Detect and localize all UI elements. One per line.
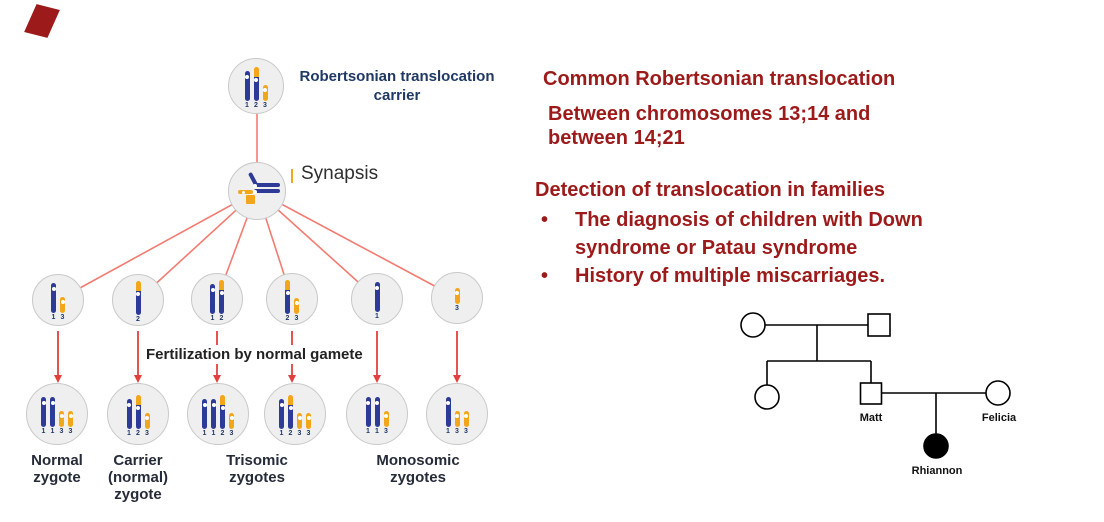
chromosome-2: 2: [253, 67, 259, 109]
pedigree-grandmother-circle: [740, 312, 766, 338]
bullet-dot: •: [541, 265, 549, 287]
chromosome-3: 3: [68, 411, 73, 435]
chromosome-3: 3: [463, 411, 469, 435]
chromosome-3: 3: [59, 411, 64, 435]
chromosome-1: 1: [211, 399, 216, 437]
pedigree-aunt-circle: [754, 384, 780, 410]
gamete-cell-6: 3: [431, 272, 483, 324]
chromosome-2: 2: [219, 280, 224, 322]
chromosome-1: 1: [210, 284, 215, 322]
bullet-item-miscarriages: • History of multiple miscarriages.: [535, 262, 975, 290]
synapsis-label: Synapsis: [301, 163, 379, 184]
chromosome-2: 2: [285, 280, 290, 322]
gamete-6-chromosomes: 3: [454, 288, 460, 312]
pedigree-grandfather-square: [867, 313, 891, 337]
chromosome-3: 3: [229, 413, 234, 437]
pedigree-mother-name: Felicia: [982, 412, 1017, 424]
chromosome-1: 1: [374, 397, 380, 435]
chromosome-3: 3: [144, 413, 150, 437]
pedigree-father-name: Matt: [860, 412, 883, 424]
chromosome-1: 1: [244, 71, 250, 109]
chromosome-3: 3: [383, 411, 389, 435]
chromosome-3: 3: [60, 297, 65, 321]
pedigree-chart: Matt Felicia Rhiannon: [740, 312, 1017, 477]
chromosome-3: 3: [454, 288, 460, 312]
chromosome-1: 1: [41, 397, 46, 435]
chromosome-2: 2: [288, 395, 293, 437]
chromosome-3: 3: [262, 85, 268, 109]
synapsis-pointer-tick: [291, 169, 293, 183]
chromosome-1: 1: [202, 399, 207, 437]
bullet-item-miscarriages-text: History of multiple miscarriages.: [575, 265, 886, 287]
chromosome-2: 2: [220, 395, 225, 437]
notes-heading-detection: Detection of translocation in families: [535, 179, 886, 201]
pedigree-mother-circle: [985, 380, 1011, 406]
gamete-2-chromosomes: 2: [135, 281, 141, 323]
fertilization-label: Fertilization by normal gamete: [143, 345, 366, 364]
chromosome-1: 1: [51, 283, 56, 321]
chromosome-1: 1: [365, 397, 371, 435]
gamete-5-chromosomes: 1: [374, 282, 380, 320]
chromosome-1: 1: [279, 399, 284, 437]
pedigree-child-name: Rhiannon: [912, 465, 963, 477]
gamete-cell-5: 1: [351, 273, 403, 325]
bullet-dot: •: [541, 209, 549, 231]
chromosome-1: 1: [374, 282, 380, 320]
chromosome-2: 2: [135, 281, 141, 323]
gamete-cell-2: 2: [112, 274, 164, 326]
synapsis-cell: [228, 162, 286, 220]
synapsis-chromosomes-figure: [233, 169, 281, 213]
chromosome-1: 1: [126, 399, 132, 437]
chromosome-1: 1: [50, 397, 55, 435]
chromosome-3: 3: [297, 413, 302, 437]
chromosome-3: 3: [454, 411, 460, 435]
chromosome-2: 2: [135, 395, 141, 437]
chromosome-1: 1: [445, 397, 451, 435]
notes-heading-common-translocation: Common Robertsonian translocation: [543, 68, 896, 90]
zygote-label-carrier: Carrier(normal)zygote: [108, 452, 168, 503]
chromosome-3: 3: [306, 413, 311, 437]
chromosome-3: 3: [294, 298, 299, 322]
pedigree-affected-child-circle: [923, 433, 949, 459]
pedigree-father-square: [859, 382, 883, 405]
